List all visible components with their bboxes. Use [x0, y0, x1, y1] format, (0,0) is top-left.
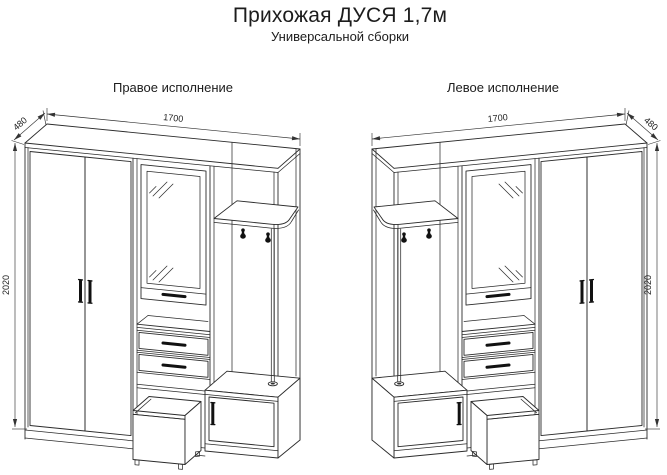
dim-depth-right-figure: 480 — [11, 115, 29, 132]
dim-width-right-figure: 1700 — [163, 112, 184, 124]
figure-left-version — [372, 108, 661, 469]
dim-height-right-figure: 2020 — [1, 275, 11, 295]
page-subtitle: Универсальной сборки — [270, 29, 410, 44]
technical-drawing-canvas: 1700 480 2020 1700 480 2020 — [1, 95, 667, 475]
dim-width-left-figure: 1700 — [487, 112, 508, 124]
figure-label-left-version: Левое исполнение — [446, 80, 559, 95]
dim-depth-left-figure: 480 — [642, 115, 660, 132]
figure-label-right-version: Правое исполнение — [112, 80, 234, 95]
page-title: Прихожая ДУСЯ 1,7м — [232, 4, 448, 27]
figure-right-version — [12, 108, 301, 469]
dim-height-left-figure: 2020 — [643, 275, 653, 295]
